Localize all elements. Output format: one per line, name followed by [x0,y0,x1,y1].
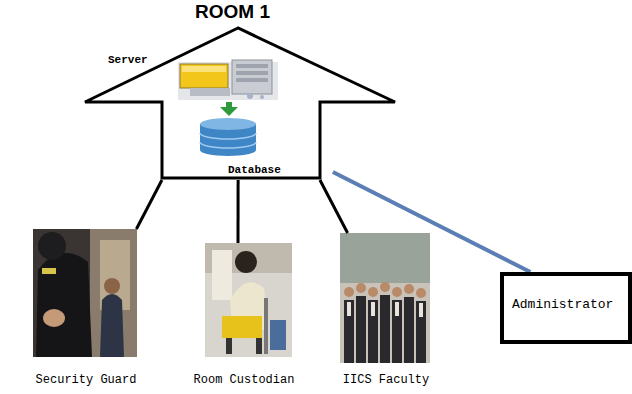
connector-line [320,180,348,233]
server-picture [178,60,278,100]
box-label: Administrator [512,297,620,312]
room-custodian-node: Room Custodian [184,243,304,387]
connector-line [136,180,162,229]
flow-arrow [220,102,238,116]
photo-caption: Security Guard [26,373,146,387]
server-label: Server [108,54,148,66]
text-slot: Database [228,159,281,177]
photo-caption: IICS Faculty [326,373,446,387]
house-outline [82,0,398,180]
room-custodian-photo [205,243,292,357]
room-title: ROOM 1 [195,1,270,22]
text-slot: ROOM 1 [195,1,270,23]
administrator-box: Administrator [500,272,632,344]
security-guard-node: Security Guard [26,229,146,387]
database-cylinder [200,118,256,156]
text-slot: Server [108,49,148,67]
room-house: ROOM 1 ServerDatabase [82,0,398,180]
connector-line [237,180,240,243]
iics-faculty-node: IICS Faculty [326,233,446,387]
photo-caption: Room Custodian [184,373,304,387]
faculty-group-photo [340,233,430,363]
house-outline-shape [85,28,395,178]
connector-line [333,172,530,272]
database-label: Database [228,164,281,176]
security-guard-photo [33,229,137,357]
